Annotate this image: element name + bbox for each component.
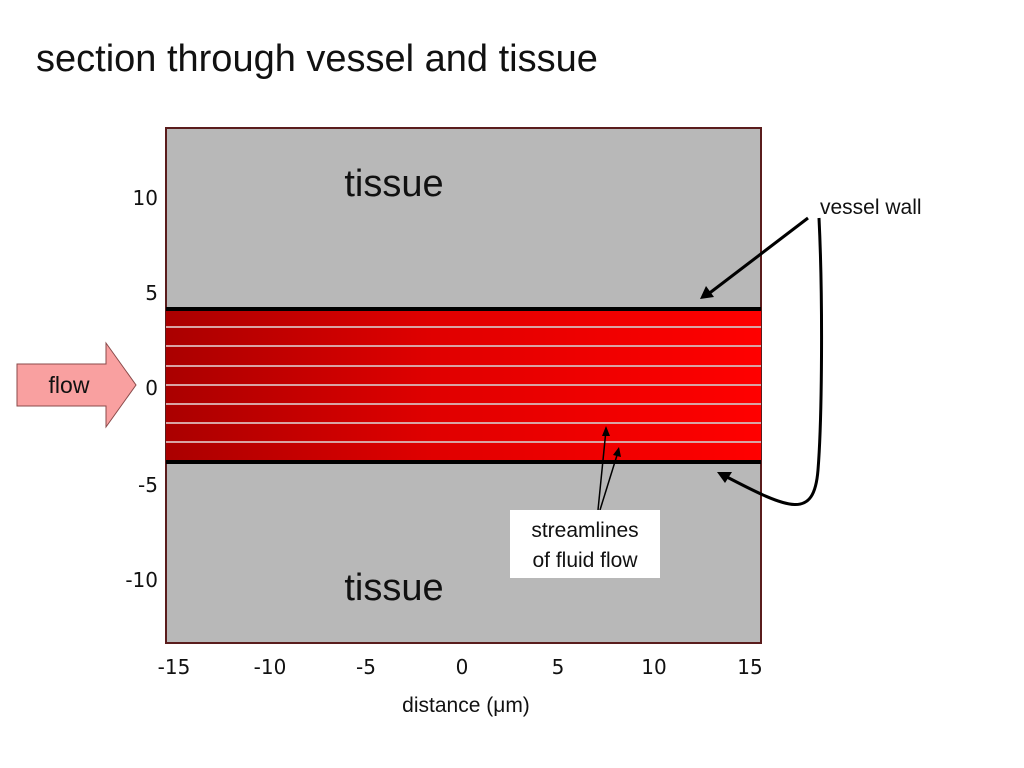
- x-tick-labels: -15 -10 -5 0 5 10 15: [158, 655, 763, 679]
- arrowhead: [717, 472, 732, 483]
- x-axis-label: distance (μm): [402, 694, 530, 717]
- vessel-wall-pointer-bottom: [724, 217, 824, 506]
- streamlines: [166, 326, 761, 443]
- y-tick-label: 10: [133, 186, 158, 210]
- streamlines-label-line1: streamlines: [531, 519, 638, 542]
- streamlines-pointer: [597, 429, 607, 511]
- streamlines-label-line2: of fluid flow: [532, 549, 638, 572]
- vessel-wall-label: vessel wall: [820, 196, 922, 219]
- tissue-bottom-label: tissue: [344, 567, 443, 609]
- x-tick-label: 5: [552, 655, 565, 679]
- streamlines-pointers: [597, 429, 619, 511]
- streamlines-pointer: [599, 451, 619, 511]
- y-tick-label: 0: [145, 376, 158, 400]
- flow-label: flow: [49, 372, 90, 398]
- y-tick-labels: 10 5 0 -5 -10: [125, 186, 158, 592]
- x-tick-label: 10: [641, 655, 666, 679]
- arrowhead: [613, 447, 621, 457]
- x-tick-label: 15: [737, 655, 762, 679]
- y-tick-label: 5: [145, 281, 158, 305]
- tissue-top-label: tissue: [344, 163, 443, 205]
- arrowhead: [700, 286, 714, 299]
- x-tick-label: -5: [356, 655, 376, 679]
- vessel-wall-pointers: [706, 216, 824, 506]
- streamlines-callout-box: [510, 510, 660, 578]
- flow-arrow-icon: flow: [16, 341, 137, 429]
- y-tick-label: -5: [138, 473, 158, 497]
- y-tick-label: -10: [125, 568, 158, 592]
- x-tick-label: 0: [456, 655, 469, 679]
- vessel-wall-pointer-top: [706, 216, 809, 297]
- x-tick-label: -15: [158, 655, 191, 679]
- slide-title: section through vessel and tissue: [36, 38, 598, 80]
- arrowhead: [602, 426, 610, 436]
- x-tick-label: -10: [254, 655, 287, 679]
